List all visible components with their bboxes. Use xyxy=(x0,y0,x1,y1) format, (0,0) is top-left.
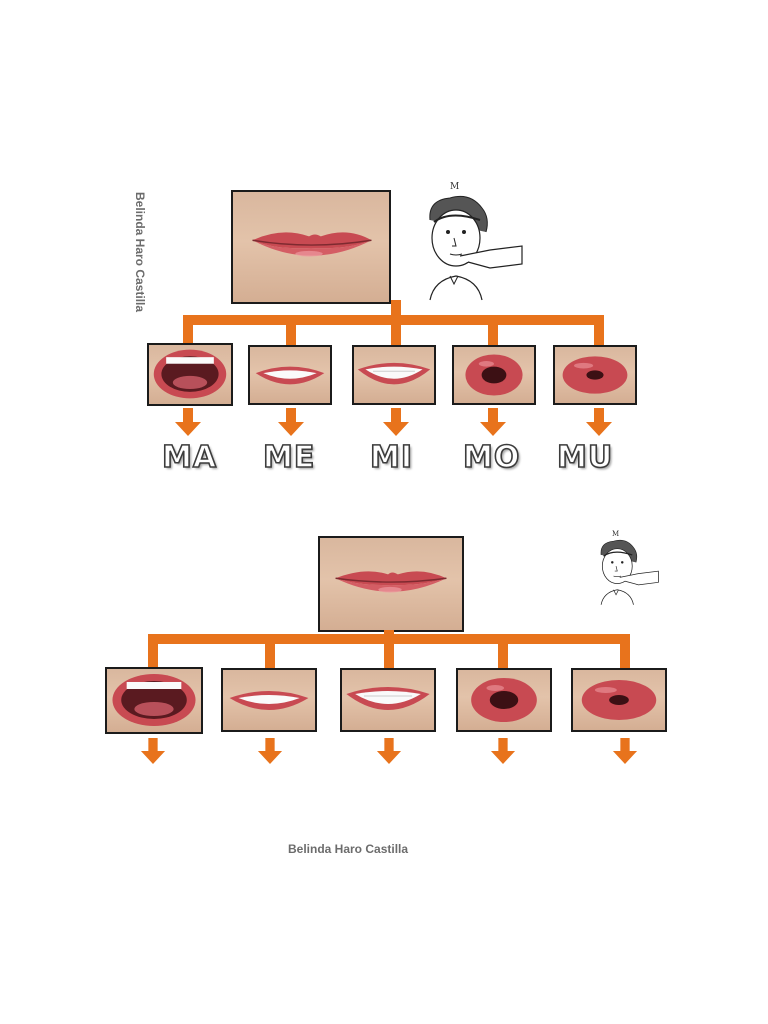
syllable-label: ME xyxy=(262,439,316,476)
connector-branch xyxy=(620,634,630,668)
mouth-photo-i xyxy=(340,668,436,732)
down-arrow-icon xyxy=(490,738,516,764)
down-arrow-icon xyxy=(612,738,638,764)
down-arrow-icon xyxy=(383,408,409,436)
sketch-letter-label: M xyxy=(450,182,460,192)
syllable-label: MU xyxy=(556,439,614,476)
down-arrow-icon xyxy=(175,408,201,436)
mouth-photo-i xyxy=(352,345,436,405)
connector-branch xyxy=(594,315,604,345)
boy-sketch: M xyxy=(588,530,664,606)
sketch-letter-label: M xyxy=(612,530,620,538)
connector-branch xyxy=(498,634,508,668)
syllable-label: MI xyxy=(369,439,414,476)
connector-branch xyxy=(183,315,193,345)
connector-branch xyxy=(488,315,498,345)
down-arrow-icon xyxy=(480,408,506,436)
mouth-photo-e xyxy=(221,668,317,732)
boy-sketch: M xyxy=(410,180,530,302)
connector-trunk xyxy=(391,300,401,322)
mouth-photo-u xyxy=(571,668,667,732)
mouth-photo-e xyxy=(248,345,332,405)
connector-branch xyxy=(265,634,275,668)
mouth-photo-a xyxy=(147,343,233,406)
connector-branch xyxy=(286,315,296,345)
syllable-label: MO xyxy=(462,439,521,476)
connector-branch xyxy=(391,315,401,345)
down-arrow-icon xyxy=(278,408,304,436)
mouth-photo-u xyxy=(553,345,637,405)
mouth-photo-a xyxy=(105,667,203,734)
syllable-label: MA xyxy=(161,439,218,476)
mouth-photo-o xyxy=(456,668,552,732)
base-lips-photo xyxy=(231,190,391,304)
mouth-photo-o xyxy=(452,345,536,405)
connector-branch xyxy=(148,634,158,668)
base-lips-photo xyxy=(318,536,464,632)
down-arrow-icon xyxy=(586,408,612,436)
connector-branch xyxy=(384,634,394,668)
down-arrow-icon xyxy=(140,738,166,764)
author-credit-vertical: Belinda Haro Castilla xyxy=(133,192,147,313)
author-credit: Belinda Haro Castilla xyxy=(288,842,409,856)
down-arrow-icon xyxy=(257,738,283,764)
down-arrow-icon xyxy=(376,738,402,764)
